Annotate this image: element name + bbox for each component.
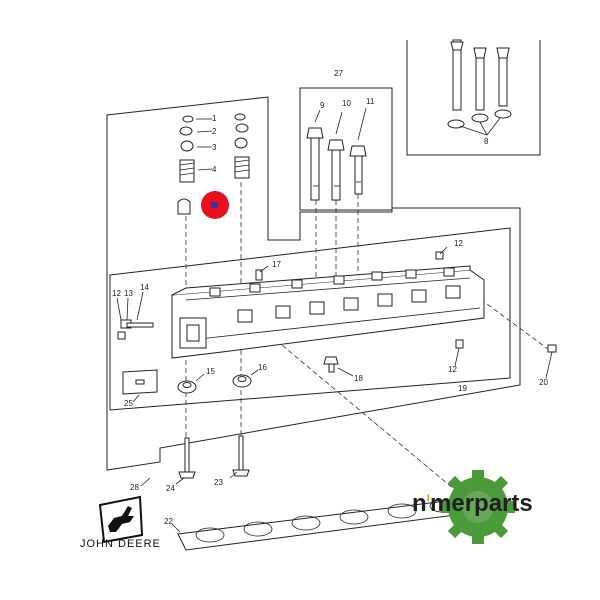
callout-12-right: 12 xyxy=(448,365,457,374)
valve-seals xyxy=(177,369,259,394)
leader-28 xyxy=(140,477,151,487)
valves xyxy=(175,435,250,485)
callout-15: 15 xyxy=(206,367,215,376)
callout-16: 16 xyxy=(258,363,267,372)
cylinder-head xyxy=(171,265,485,359)
callout-8: 8 xyxy=(484,137,489,146)
callout-2: 2 xyxy=(212,127,217,136)
john-deere-logo xyxy=(98,495,144,544)
callout-19: 19 xyxy=(458,384,467,393)
dealer-wordmark-prefix: n xyxy=(412,490,427,517)
callout-28: 28 xyxy=(130,483,139,492)
dealer-wordmark-accent: ı xyxy=(426,490,431,504)
callout-18: 18 xyxy=(354,374,363,383)
valve-parts-stack xyxy=(177,113,250,215)
dealer-wordmark: nımerparts xyxy=(412,490,533,518)
callout-4: 4 xyxy=(212,165,217,174)
callout-12-left: 12 xyxy=(112,289,121,298)
callout-20: 20 xyxy=(539,378,548,387)
plate xyxy=(122,369,158,403)
callout-25: 25 xyxy=(124,399,133,408)
callout-14: 14 xyxy=(140,283,149,292)
manufacturer-wordmark: JOHN DEERE xyxy=(80,538,161,550)
gear-icon xyxy=(441,470,515,544)
callout-1: 1 xyxy=(212,114,217,123)
head-bolt-kit xyxy=(306,107,367,201)
highlight-marker-icon xyxy=(211,202,218,208)
callout-9: 9 xyxy=(320,101,325,110)
top-right-frame xyxy=(406,40,541,156)
callout-10: 10 xyxy=(342,99,351,108)
dealer-wordmark-rest: merparts xyxy=(430,490,533,517)
top-right-bolts xyxy=(447,39,512,136)
callout-11: 11 xyxy=(366,97,375,106)
callout-13: 13 xyxy=(124,289,133,298)
callout-24: 24 xyxy=(166,484,175,493)
cylinder-head-frame xyxy=(109,227,511,411)
bolt-kit-frame xyxy=(299,87,393,211)
callout-17: 17 xyxy=(272,260,281,269)
callout-12-top: 12 xyxy=(454,239,463,248)
callout-22: 22 xyxy=(164,517,173,526)
callout-27: 27 xyxy=(334,69,343,78)
callout-3: 3 xyxy=(212,143,217,152)
callout-23: 23 xyxy=(214,478,223,487)
small-parts xyxy=(116,246,557,379)
